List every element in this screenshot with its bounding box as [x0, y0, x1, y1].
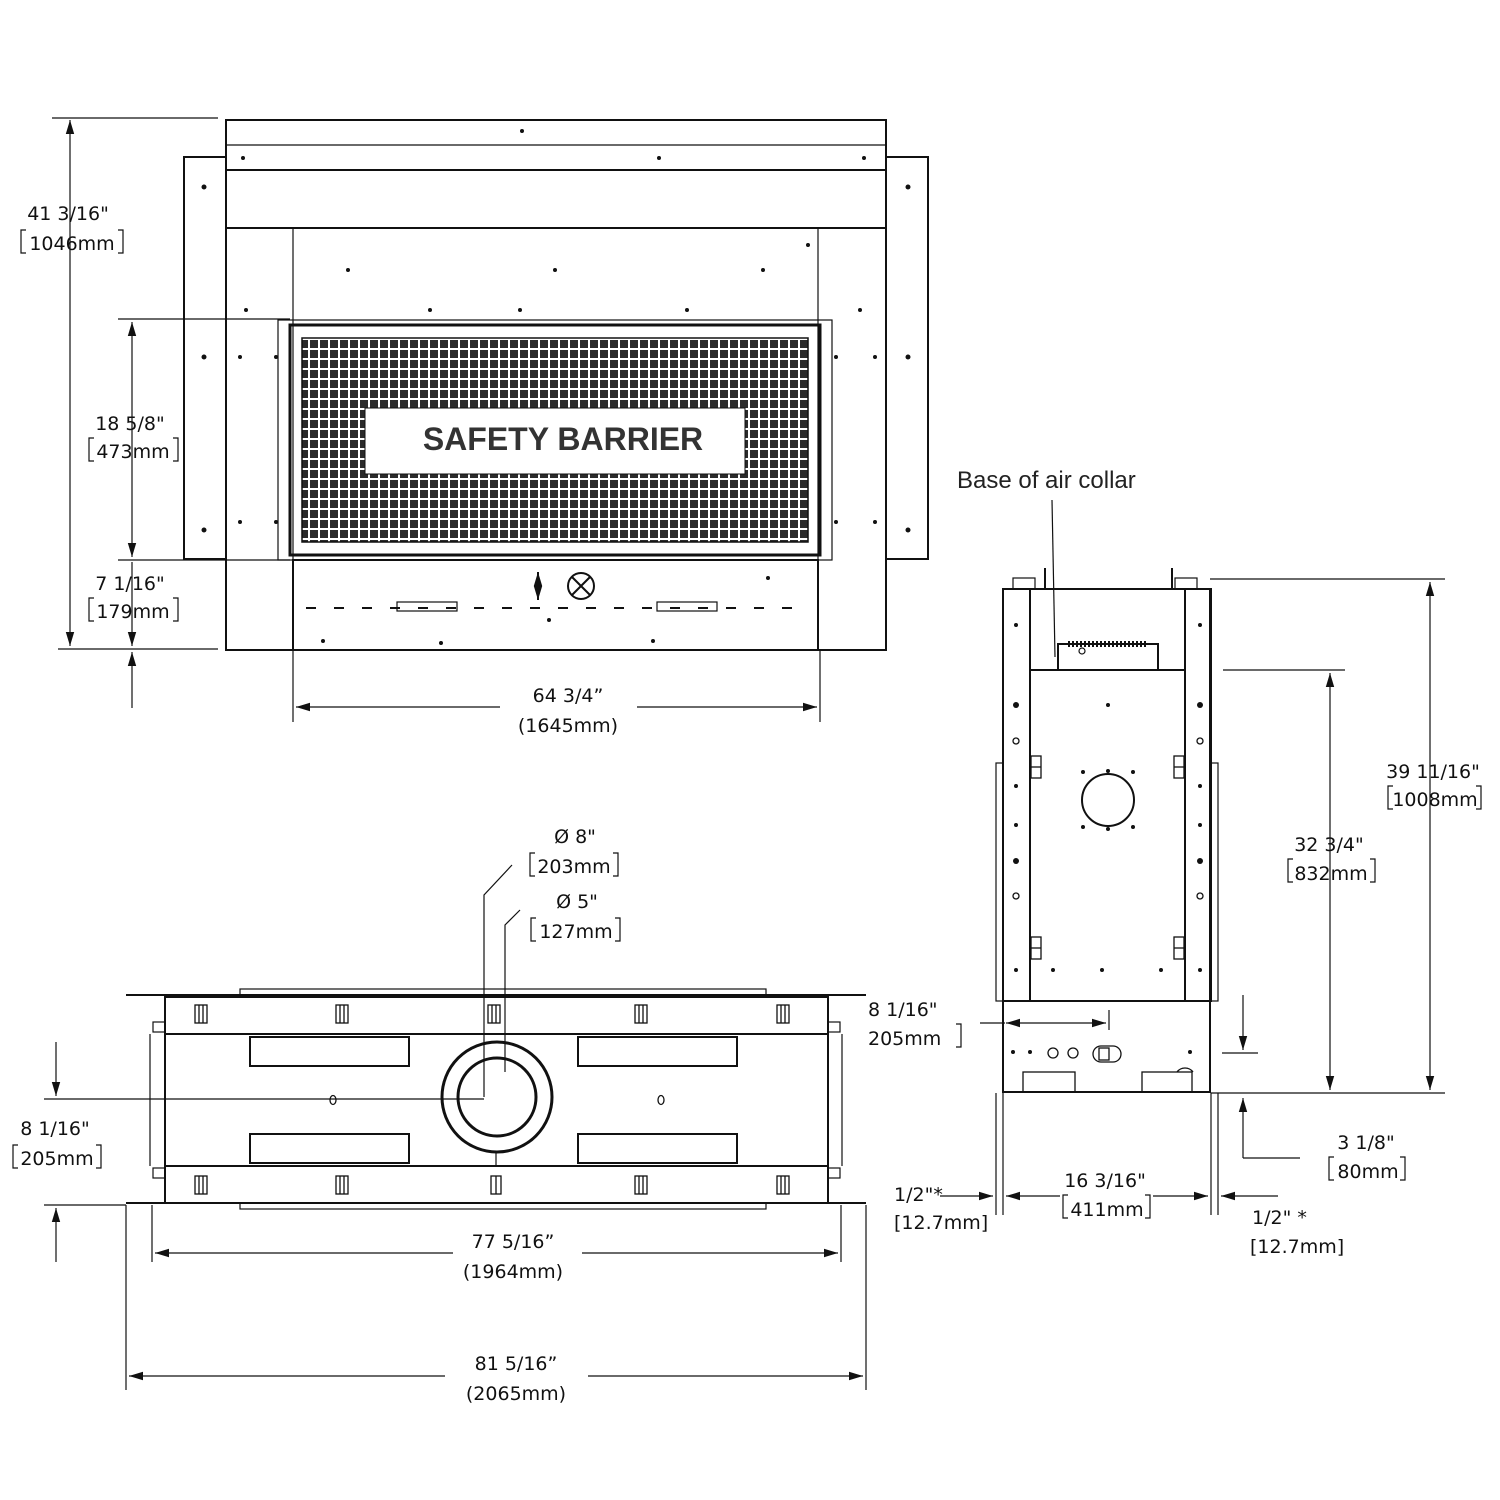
front-width-in: 64 3/4”	[533, 685, 604, 707]
right-flange	[885, 156, 929, 560]
opening-height-in: 18 5/8"	[95, 413, 165, 435]
safety-barrier-frame	[288, 323, 822, 557]
front-view: SAFETY BARRIER 41 3/16"	[20, 117, 929, 737]
right-handle	[656, 601, 718, 612]
gas-inlet-height-mm: 80mm	[1337, 1161, 1398, 1183]
safety-barrier-label-plate	[364, 407, 746, 475]
collar-inner-diameter-mm: 127mm	[539, 921, 612, 943]
collar-offset-in: 8 1/16"	[20, 1118, 90, 1140]
collar-outer-diameter-in: Ø 8"	[554, 826, 596, 848]
base-height-mm: 179mm	[96, 601, 169, 623]
side-right-post	[1184, 588, 1212, 1002]
air-collar-outer-circle	[440, 1040, 554, 1154]
side-overall-height-mm: 1008mm	[1392, 789, 1477, 811]
overall-height-in: 41 3/16"	[27, 203, 109, 225]
side-left-post	[1002, 588, 1031, 1002]
collar-height-mm: 832mm	[1294, 863, 1367, 885]
collar-outer-diameter-mm: 203mm	[537, 856, 610, 878]
air-collar-inner-circle	[456, 1056, 538, 1138]
right-clearance-in: 1/2" *	[1252, 1207, 1307, 1229]
side-view-body	[1002, 588, 1211, 1093]
left-flange	[183, 156, 227, 560]
control-panel	[292, 559, 819, 651]
left-clearance-in: 1/2"*	[894, 1184, 943, 1206]
depth-mm: 411mm	[1070, 1199, 1143, 1221]
overall-height-mm: 1046mm	[29, 233, 114, 255]
collar-offset-mm: 205mm	[20, 1148, 93, 1170]
opening-height-mm: 473mm	[96, 441, 169, 463]
air-collar-side	[1057, 643, 1159, 671]
collar-height-in: 32 3/4"	[1294, 834, 1364, 856]
left-handle	[396, 601, 458, 612]
side-vent-hole	[1081, 773, 1135, 827]
base-height-in: 7 1/16"	[95, 573, 165, 595]
overall-width-in: 81 5/16”	[475, 1353, 558, 1375]
collar-inner-diameter-in: Ø 5"	[556, 891, 598, 913]
collar-depth-mm: 205mm	[868, 1028, 941, 1050]
inner-width-in: 77 5/16”	[472, 1231, 555, 1253]
collar-depth-in: 8 1/16"	[868, 999, 938, 1021]
top-header-panel	[225, 169, 887, 229]
depth-in: 16 3/16"	[1064, 1170, 1146, 1192]
air-collar-label: Base of air collar	[957, 467, 1136, 494]
front-width-mm: (1645mm)	[518, 715, 618, 737]
control-knob-icon	[567, 572, 595, 600]
gas-inlet-height-in: 3 1/8"	[1337, 1132, 1394, 1154]
inner-width-mm: (1964mm)	[463, 1261, 563, 1283]
left-clearance-mm: [12.7mm]	[894, 1212, 988, 1234]
top-view: Ø 8" 203mm Ø 5" 127mm 8 1/16" 205mm 77 5…	[12, 826, 867, 1405]
top-view-body	[164, 996, 829, 1204]
side-view: Base of air collar	[868, 467, 1482, 1258]
safety-barrier-text: SAFETY BARRIER	[423, 421, 703, 457]
right-clearance-mm: [12.7mm]	[1250, 1236, 1344, 1258]
side-overall-height-in: 39 11/16"	[1386, 761, 1480, 783]
overall-width-mm: (2065mm)	[466, 1383, 566, 1405]
